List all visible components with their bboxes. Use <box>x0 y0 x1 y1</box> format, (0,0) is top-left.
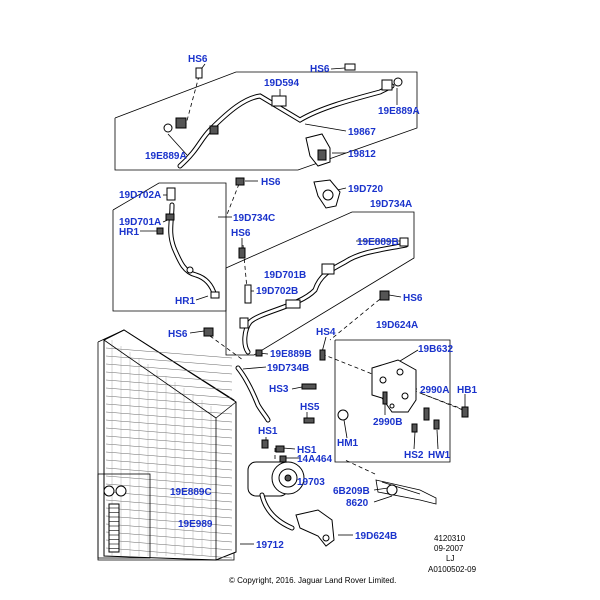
hose-assembly-top <box>163 63 403 169</box>
label-19e889b-upper: 19E889B <box>357 237 399 248</box>
label-hs6-mid: HS6 <box>261 177 281 188</box>
label-hs4: HS4 <box>316 327 336 338</box>
label-hs6-top: HS6 <box>188 54 208 65</box>
label-19867: 19867 <box>348 127 376 138</box>
clamp-19d720 <box>313 179 341 209</box>
hose-assembly-right <box>239 237 409 357</box>
label-hw1: HW1 <box>428 450 451 461</box>
label-hr1-top: HR1 <box>119 227 139 238</box>
label-19e889a-left: 19E889A <box>145 151 187 162</box>
label-6b209b: 6B209B <box>333 486 370 497</box>
label-hs6-right: HS6 <box>310 64 330 75</box>
meta-date: 09-2007 <box>434 544 464 553</box>
meta-ref: A0100502-09 <box>428 565 477 574</box>
label-hs6-left: HS6 <box>231 228 251 239</box>
meta-initials: LJ <box>446 554 454 563</box>
bolts <box>203 177 390 337</box>
meta-code: 4120310 <box>434 534 466 543</box>
bracket-19d624a <box>371 359 417 413</box>
label-2990a: 2990A <box>420 385 449 396</box>
copyright: © Copyright, 2016. Jaguar Land Rover Lim… <box>229 576 396 585</box>
label-19d701b: 19D701B <box>264 270 306 281</box>
receiver-drier <box>97 473 151 559</box>
label-hs1-b: HS1 <box>297 445 317 456</box>
label-19d702b: 19D702B <box>256 286 298 297</box>
label-hs5: HS5 <box>300 402 320 413</box>
label-19e889b-lower: 19E889B <box>270 349 312 360</box>
label-hm1: HM1 <box>337 438 359 449</box>
label-14a464: 14A464 <box>297 454 332 465</box>
hose-assembly-left <box>156 187 220 299</box>
bracket-19d624b <box>295 509 335 547</box>
condenser <box>103 329 237 561</box>
label-19d701a: 19D701A <box>119 217 161 228</box>
label-hr1-bottom: HR1 <box>175 296 195 307</box>
compressor <box>247 439 305 531</box>
label-19d734a: 19D734A <box>370 199 412 210</box>
bolt-hs4 <box>319 349 326 361</box>
label-hb1: HB1 <box>457 385 477 396</box>
label-hs2: HS2 <box>404 450 424 461</box>
label-hs6-c: HS6 <box>168 329 188 340</box>
label-hs3: HS3 <box>269 384 289 395</box>
drive-belt <box>375 479 437 505</box>
label-19812: 19812 <box>348 149 376 160</box>
label-19d624b: 19D624B <box>355 531 397 542</box>
drawing-meta: 4120310 09-2007 LJ A0100502-09 <box>428 534 477 574</box>
label-19d734c: 19D734C <box>233 213 275 224</box>
label-hs6-b: HS6 <box>403 293 423 304</box>
label-19712: 19712 <box>256 540 284 551</box>
label-19e889a-right: 19E889A <box>378 106 420 117</box>
part-labels: HS6 HS6 19D594 19E889A 19E889A 19867 198… <box>119 54 477 551</box>
label-19d594: 19D594 <box>264 78 299 89</box>
label-hs1-a: HS1 <box>258 426 278 437</box>
label-19d720: 19D720 <box>348 184 383 195</box>
label-19d702a: 19D702A <box>119 190 161 201</box>
label-19d624a: 19D624A <box>376 320 418 331</box>
label-19e889c: 19E889C <box>170 487 212 498</box>
label-19d734b: 19D734B <box>267 363 309 374</box>
hose-19d734b <box>235 365 271 423</box>
fasteners-right <box>301 383 469 433</box>
label-19e989: 19E989 <box>178 519 213 530</box>
label-2990b: 2990B <box>373 417 402 428</box>
label-8620: 8620 <box>346 498 369 509</box>
bracket-19812 <box>305 133 331 167</box>
label-19703: 19703 <box>297 477 325 488</box>
label-19b632: 19B632 <box>418 344 453 355</box>
